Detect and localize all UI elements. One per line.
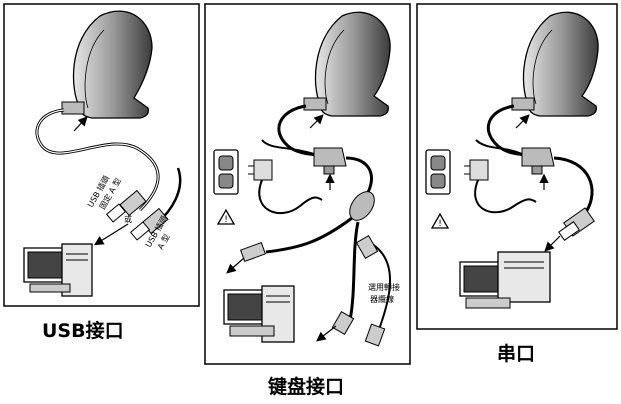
keyboard-power-adapter bbox=[248, 159, 273, 181]
keyboard-power-cable bbox=[258, 179, 323, 215]
adapter-plug-bottom bbox=[364, 323, 386, 347]
keyboard-scanner bbox=[303, 11, 391, 117]
keyboard-plug-arrow bbox=[309, 114, 324, 129]
keyboard-plug-right bbox=[331, 311, 355, 335]
usb-plug-arrow bbox=[73, 116, 88, 132]
y-cable-left bbox=[265, 216, 353, 254]
keyboard-left-arrow bbox=[226, 257, 245, 274]
adapter-label-2: 器纜線 bbox=[370, 294, 394, 304]
serial-power-adapter bbox=[464, 159, 489, 181]
svg-text:!: ! bbox=[224, 215, 228, 225]
keyboard-wall-outlet bbox=[213, 149, 239, 195]
serial-insert-arrow bbox=[544, 235, 561, 252]
serial-db9-connector bbox=[558, 207, 595, 241]
usb-scanner bbox=[61, 10, 153, 119]
keyboard-cable-to-y bbox=[345, 156, 373, 197]
keyboard-caption: 键盘接口 bbox=[268, 376, 345, 398]
keyboard-power-splitter bbox=[313, 147, 347, 175]
adapter-label-1: 選用轉接 bbox=[368, 282, 400, 292]
usb-plug-b bbox=[129, 207, 169, 241]
serial-cable-to-db9 bbox=[553, 156, 594, 213]
y-cable-right bbox=[348, 221, 360, 321]
usb-computer bbox=[23, 243, 93, 297]
usb-caption: USB接口 bbox=[42, 320, 124, 342]
serial-power-splitter bbox=[521, 147, 555, 175]
serial-computer bbox=[459, 251, 551, 309]
keyboard-right-arrow bbox=[316, 325, 337, 342]
keyboard-panel-frame bbox=[204, 3, 411, 365]
svg-text:!: ! bbox=[438, 219, 442, 229]
serial-warning-icon: ! bbox=[430, 212, 450, 229]
serial-scanner bbox=[511, 11, 599, 117]
adapter-plug-top bbox=[355, 235, 379, 259]
usb-plug-a bbox=[105, 189, 147, 223]
adapter-cable bbox=[371, 243, 392, 333]
usb-insert-arrow bbox=[93, 223, 129, 246]
serial-wall-outlet bbox=[425, 149, 451, 195]
keyboard-computer bbox=[223, 285, 295, 343]
serial-caption: 串口 bbox=[497, 343, 536, 365]
serial-power-cable bbox=[474, 179, 537, 214]
keyboard-plug-left bbox=[239, 241, 267, 263]
usb-panel-frame bbox=[3, 3, 200, 307]
usb-or-label: 或 bbox=[124, 214, 132, 224]
serial-plug-arrow bbox=[515, 114, 530, 129]
serial-panel-frame bbox=[416, 3, 618, 330]
keyboard-warning-icon: ! bbox=[216, 208, 236, 225]
